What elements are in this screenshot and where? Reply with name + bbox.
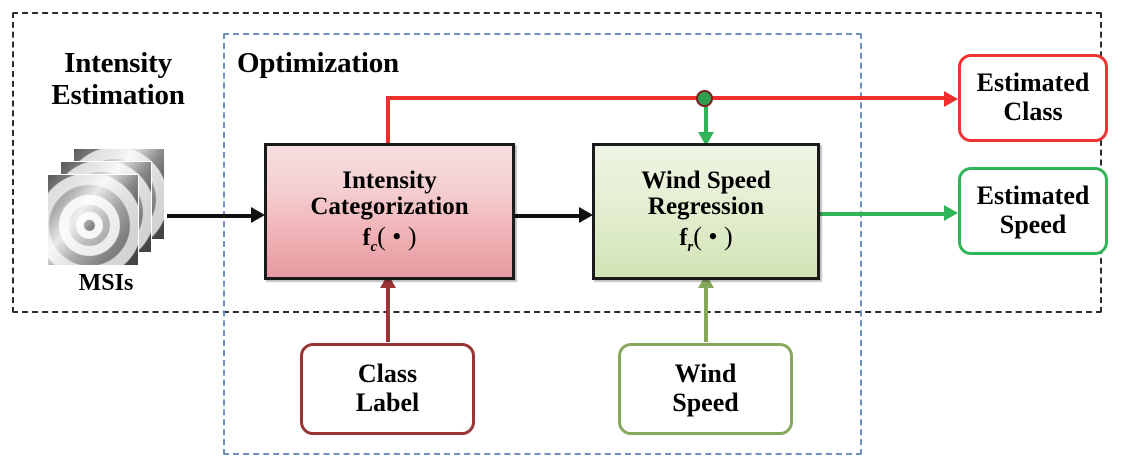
output-label-line2: Speed bbox=[999, 210, 1067, 239]
section-title-optimization: Optimization bbox=[237, 47, 399, 79]
box-label-line2: Categorization bbox=[310, 193, 469, 221]
connector-msi-to-categorization bbox=[167, 214, 257, 218]
msi-image-stack bbox=[47, 148, 167, 268]
box-function-notation: fr( • ) bbox=[679, 221, 733, 256]
section-title-line1: Intensity bbox=[64, 47, 172, 79]
box-label-line1: Wind Speed bbox=[641, 166, 771, 194]
group-intensity-estimation bbox=[12, 12, 1102, 313]
supervision-label-line1: Class bbox=[357, 359, 418, 389]
box-intensity-categorization[interactable]: Intensity Categorization fc( • ) bbox=[264, 143, 515, 280]
box-wind-speed[interactable]: Wind Speed bbox=[618, 343, 793, 435]
box-function-notation: fc( • ) bbox=[362, 221, 417, 256]
connector-class-label-to-categorization bbox=[386, 284, 390, 342]
fn-argument: ( • ) bbox=[693, 221, 733, 251]
box-label-line1: Intensity bbox=[342, 166, 437, 194]
box-estimated-class[interactable]: Estimated Class bbox=[958, 54, 1108, 142]
arrowhead-categorization-to-regression bbox=[579, 207, 593, 223]
connector-categorization-class-riser bbox=[386, 96, 390, 145]
connector-wind-speed-to-regression bbox=[704, 284, 708, 342]
supervision-label-line1: Wind bbox=[674, 359, 737, 389]
branch-junction-dot bbox=[696, 90, 713, 107]
arrowhead-estimated-speed bbox=[944, 205, 958, 221]
output-label-line1: Estimated bbox=[976, 181, 1090, 211]
section-title-line2: Estimation bbox=[51, 79, 185, 112]
supervision-label-line2: Label bbox=[355, 388, 420, 417]
connector-regression-to-estimated-speed bbox=[820, 212, 952, 216]
supervision-label-line2: Speed bbox=[672, 388, 739, 417]
box-wind-speed-regression[interactable]: Wind Speed Regression fr( • ) bbox=[592, 143, 820, 280]
arrowhead-msi-to-categorization bbox=[251, 207, 265, 223]
output-label-line2: Class bbox=[1003, 97, 1063, 126]
group-optimization bbox=[223, 33, 862, 455]
arrowhead-class-branch-down bbox=[698, 132, 714, 146]
connector-class-branch-to-regression bbox=[704, 98, 708, 142]
box-estimated-speed[interactable]: Estimated Speed bbox=[958, 167, 1108, 255]
fn-argument: ( • ) bbox=[377, 221, 417, 251]
output-label-line1: Estimated bbox=[976, 68, 1090, 98]
msi-caption: MSIs bbox=[78, 270, 134, 296]
fn-symbol: f bbox=[362, 224, 371, 251]
connector-categorization-to-regression bbox=[515, 214, 585, 218]
arrowhead-estimated-class bbox=[944, 91, 958, 107]
fn-subscript: c bbox=[370, 238, 378, 255]
section-title-intensity-estimation: Intensity Estimation bbox=[20, 47, 216, 112]
fn-symbol: f bbox=[679, 224, 688, 251]
fn-subscript: r bbox=[687, 238, 694, 255]
msi-layer-front bbox=[47, 174, 139, 266]
connector-categorization-to-estimated-class bbox=[386, 96, 952, 100]
box-class-label[interactable]: Class Label bbox=[300, 343, 475, 435]
box-label-line2: Regression bbox=[647, 193, 765, 221]
